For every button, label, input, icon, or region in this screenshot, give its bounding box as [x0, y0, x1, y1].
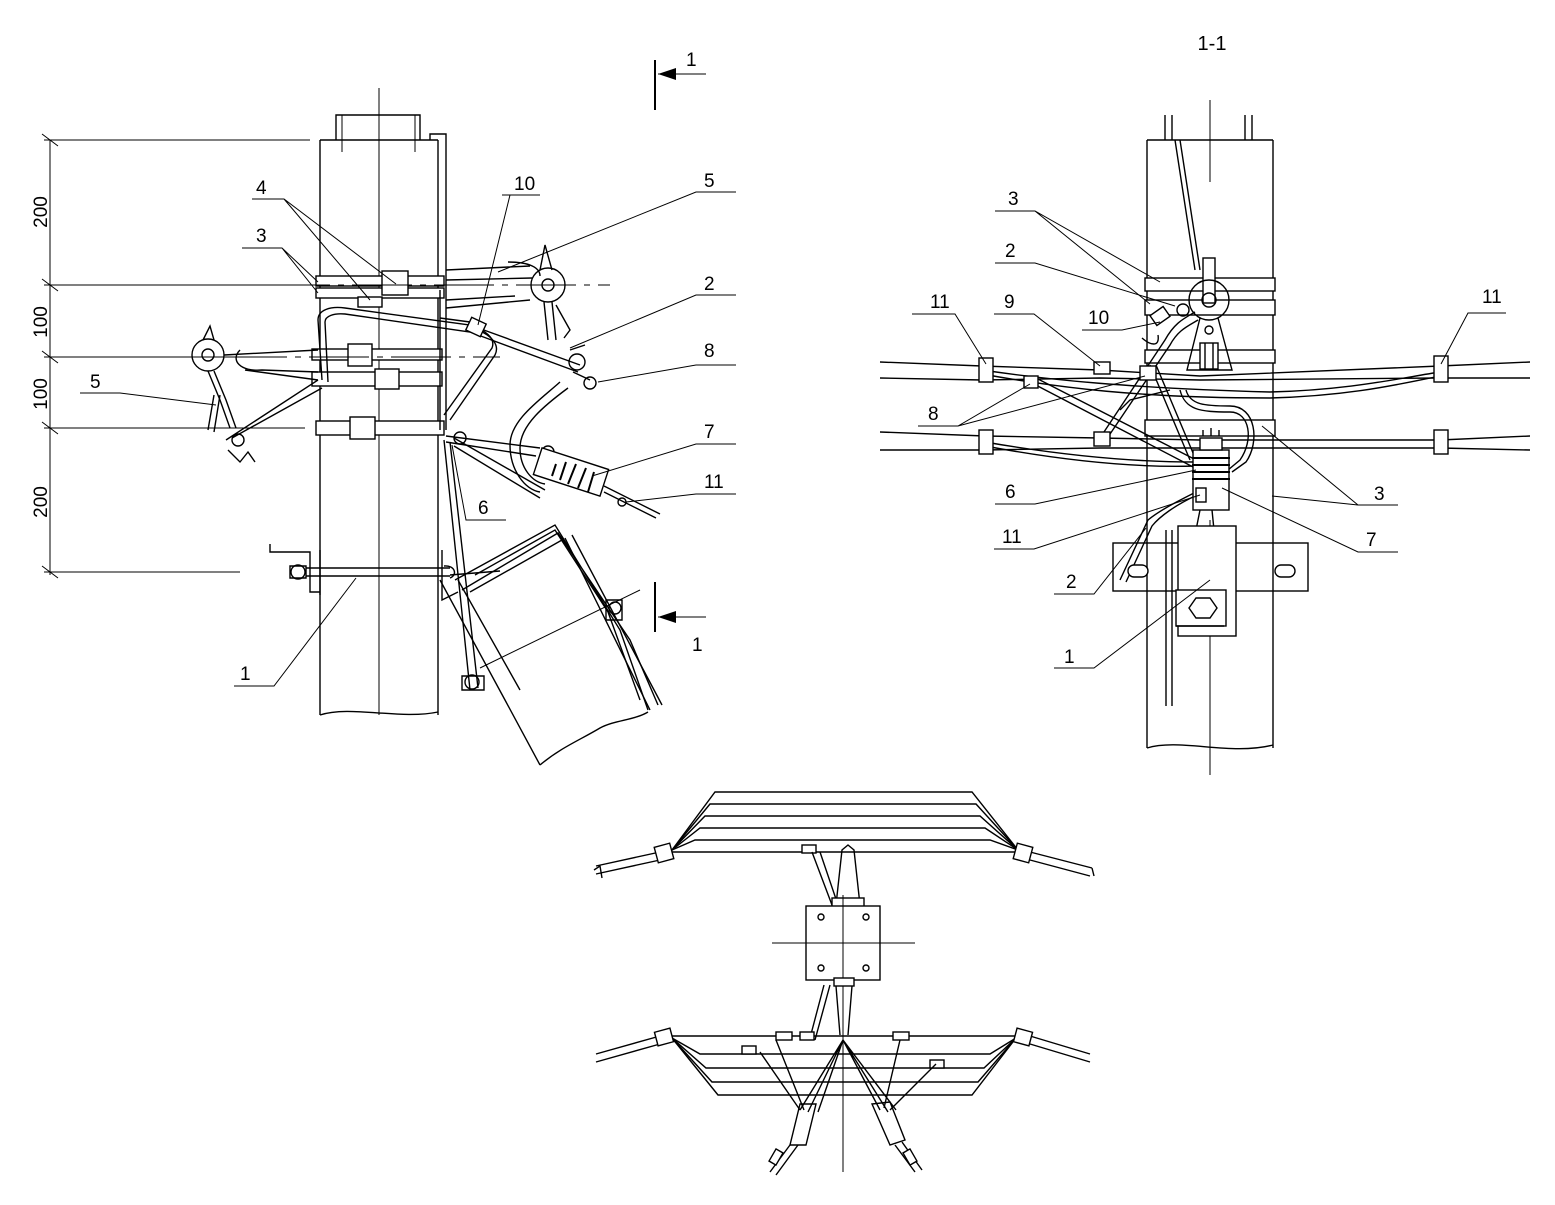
front-insulator — [532, 446, 661, 519]
front-callout-2: 2 — [569, 274, 736, 349]
section-mark-top-label: 1 — [686, 50, 697, 71]
front-bracket — [269, 524, 663, 766]
section-suspension-clamp — [1186, 257, 1233, 371]
section-insulator — [1192, 428, 1230, 541]
section-callout-8: 8 — [918, 375, 1146, 427]
front-callout-4-label: 4 — [256, 178, 267, 199]
dimension-200-top: 200 — [31, 196, 52, 228]
front-callout-5-left: 5 — [80, 372, 217, 406]
section-callout-7: 7 — [1221, 487, 1398, 553]
section-callout-6-label: 6 — [1005, 482, 1016, 503]
dimension-200-bottom: 200 — [31, 486, 52, 518]
front-callout-3-label: 3 — [256, 226, 267, 247]
section-title: 1-1 — [1198, 33, 1227, 55]
plan-junction-box — [772, 844, 915, 1172]
front-callout-4: 4 — [252, 178, 397, 301]
section-callout-6: 6 — [995, 469, 1197, 505]
dimension-200-top-label: 200 — [31, 196, 52, 228]
front-callout-10-label: 10 — [514, 174, 535, 195]
dimension-100-lower-label: 100 — [31, 378, 52, 410]
front-dimension-chain — [41, 133, 310, 579]
section-callout-11-left-label: 11 — [930, 292, 950, 313]
front-callout-5-right: 5 — [497, 171, 736, 273]
front-callouts: 4 3 10 5 2 8 5 — [80, 171, 736, 687]
section-callout-2-top: 2 — [995, 241, 1176, 307]
plan-drops — [759, 1039, 937, 1176]
front-callout-8: 8 — [597, 341, 736, 383]
plan-upper-bundle — [593, 791, 1095, 879]
front-wires — [317, 290, 597, 691]
front-callout-5-right-label: 5 — [704, 171, 715, 192]
section-callout-11-right: 11 — [1440, 287, 1506, 365]
section-callout-10: 10 — [1082, 308, 1161, 331]
section-mark-bottom-label: 1 — [692, 635, 703, 656]
front-callout-2-label: 2 — [704, 274, 715, 295]
front-callout-11: 11 — [625, 472, 736, 503]
plan-view — [593, 791, 1095, 1176]
section-callout-1-label: 1 — [1064, 647, 1075, 668]
section-bracket — [1112, 525, 1309, 706]
section-wires — [879, 311, 1531, 583]
front-clamp-bands — [145, 270, 610, 440]
front-callout-5-left-label: 5 — [90, 372, 101, 393]
section-callout-11-right-label: 11 — [1482, 287, 1502, 308]
dimension-100-lower: 100 — [31, 378, 52, 410]
section-callouts: 3 2 11 9 10 11 — [912, 189, 1506, 669]
front-callout-10: 10 — [477, 174, 540, 326]
dimension-200-bottom-label: 200 — [31, 486, 52, 518]
section-callout-9-label: 9 — [1004, 292, 1015, 313]
left-suspension-clamp — [191, 324, 323, 464]
section-callout-8-label: 8 — [928, 404, 939, 425]
section-callout-11-lower: 11 — [994, 494, 1201, 550]
front-callout-8-label: 8 — [704, 341, 715, 362]
front-callout-11-label: 11 — [704, 472, 724, 493]
section-callout-11-left: 11 — [912, 292, 987, 365]
plan-lower-bundle — [595, 1027, 1091, 1096]
front-callout-7: 7 — [591, 422, 736, 477]
front-callout-3: 3 — [242, 226, 319, 294]
section-callout-7-label: 7 — [1366, 530, 1377, 551]
section-callout-10-label: 10 — [1088, 308, 1109, 329]
section-callout-3-top-label: 3 — [1008, 189, 1019, 210]
front-view: 200 100 100 200 — [31, 50, 736, 766]
front-callout-6: 6 — [451, 444, 506, 521]
section-callout-2-lower-label: 2 — [1066, 572, 1077, 593]
section-callout-3-right-label: 3 — [1374, 484, 1385, 505]
section-view: 1-1 — [879, 33, 1531, 775]
front-pole — [319, 88, 447, 716]
section-callout-1: 1 — [1054, 579, 1211, 669]
dimension-100-upper-label: 100 — [31, 306, 52, 338]
section-callout-3-right: 3 — [1261, 425, 1398, 506]
section-callout-2-top-label: 2 — [1005, 241, 1016, 262]
dimension-100-upper: 100 — [31, 306, 52, 338]
section-mark-top: 1 — [654, 50, 706, 110]
front-callout-1: 1 — [234, 577, 357, 687]
front-callout-7-label: 7 — [704, 422, 715, 443]
right-suspension-clamp — [445, 244, 571, 341]
section-callout-9: 9 — [994, 292, 1101, 367]
section-callout-11-lower-label: 11 — [1002, 527, 1022, 548]
section-callout-3-top: 3 — [995, 189, 1161, 305]
section-mark-bottom: 1 — [654, 582, 706, 656]
section-callout-2-lower: 2 — [1054, 527, 1147, 595]
front-callout-6-label: 6 — [478, 498, 489, 519]
front-callout-1-label: 1 — [240, 664, 251, 685]
